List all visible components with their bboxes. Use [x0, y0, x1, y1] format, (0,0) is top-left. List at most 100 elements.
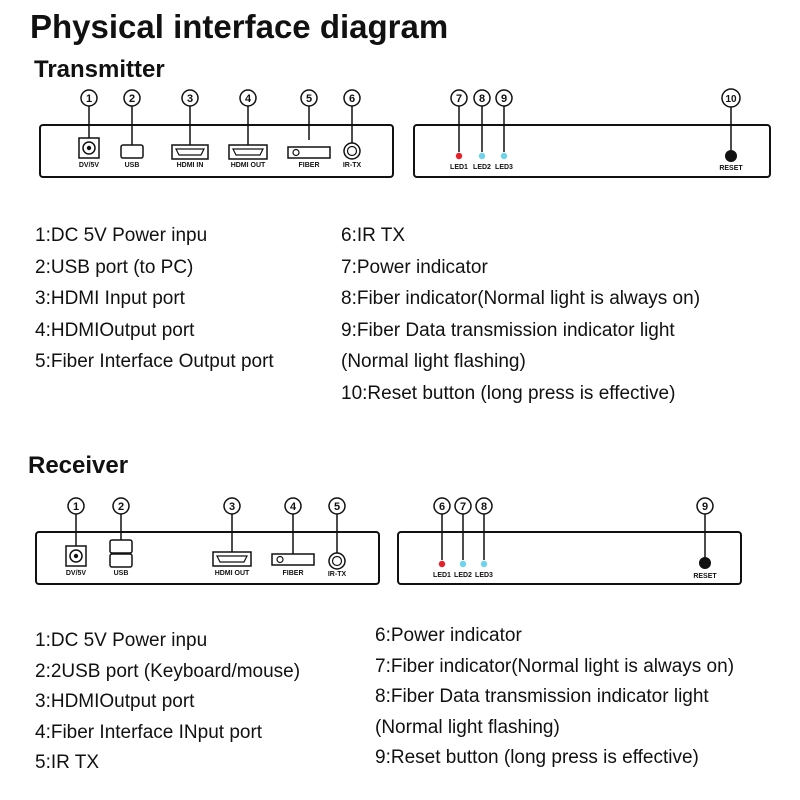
- rx-desc-item: 3:HDMIOutput port: [35, 691, 195, 712]
- svg-text:6: 6: [439, 501, 445, 513]
- svg-text:5: 5: [334, 501, 340, 513]
- svg-text:8: 8: [481, 501, 487, 513]
- svg-text:2: 2: [129, 93, 135, 105]
- rx-dual-usb-port: USB: [109, 539, 133, 577]
- rx-ir-tx-port: IR-TX: [328, 552, 347, 578]
- svg-text:2: 2: [118, 501, 124, 513]
- svg-text:1: 1: [86, 93, 92, 105]
- tx-callout-3: 3: [181, 89, 199, 145]
- rx-callout-9: 9: [696, 497, 714, 558]
- tx-hdmi-out-port: HDMI OUT: [228, 144, 268, 169]
- rx-fiber-port: FIBER: [271, 553, 315, 577]
- rx-desc-item: 2:2USB port (Keyboard/mouse): [35, 660, 301, 682]
- svg-text:7: 7: [460, 501, 466, 513]
- rx-led1: LED1: [433, 560, 451, 579]
- rx-callout-4: 4: [284, 497, 302, 554]
- tx-callout-7: 7: [450, 89, 468, 152]
- transmitter-front-panel: [39, 124, 394, 178]
- tx-desc-item: 6:IR TX: [341, 225, 406, 246]
- transmitter-back-panel: [413, 124, 771, 178]
- svg-text:4: 4: [245, 93, 252, 105]
- tx-callout-1: 1: [80, 89, 98, 138]
- rx-callout-6: 6: [433, 497, 451, 560]
- rx-desc-item: (Normal light flashing): [375, 716, 560, 738]
- rx-callout-5: 5: [328, 497, 346, 553]
- tx-callout-9: 9: [495, 89, 513, 152]
- rx-desc-item: 4:Fiber Interface INput port: [35, 721, 263, 743]
- tx-port-label-hdmi-in: HDMI IN: [177, 162, 204, 169]
- rx-led2: LED2: [454, 560, 472, 579]
- rx-desc-item: 6:Power indicator: [375, 625, 522, 646]
- rx-description-right: 6:Power indicator 7:Fiber indicator(Norm…: [375, 621, 734, 774]
- tx-desc-item: 7:Power indicator: [341, 256, 488, 278]
- svg-text:LED1: LED1: [450, 164, 468, 171]
- rx-callout-7: 7: [454, 497, 472, 560]
- rx-desc-item: 1:DC 5V Power inpu: [35, 630, 208, 651]
- tx-led2: LED2: [473, 152, 491, 171]
- rx-dc-power-port: DV/5V: [65, 545, 87, 577]
- tx-desc-item: 3:HDMI Input port: [35, 288, 185, 309]
- tx-led3: LED3: [495, 152, 513, 171]
- rx-port-label-dc: DV/5V: [66, 570, 87, 577]
- rx-desc-item: 9:Reset button (long press is effective): [375, 747, 699, 768]
- tx-callout-10: 10: [721, 88, 741, 150]
- tx-description-left: 1:DC 5V Power inpu 2:USB port (to PC) 3:…: [35, 220, 274, 378]
- tx-port-label-usb: USB: [125, 162, 140, 169]
- tx-desc-item: 2:USB port (to PC): [35, 256, 194, 278]
- tx-desc-item: 1:DC 5V Power inpu: [35, 225, 208, 246]
- svg-text:7: 7: [456, 93, 462, 105]
- rx-port-label-usb: USB: [114, 570, 129, 577]
- tx-desc-item: 8:Fiber indicator(Normal light is always…: [341, 288, 701, 309]
- tx-fiber-port: FIBER: [287, 146, 331, 169]
- receiver-heading: Receiver: [28, 452, 129, 479]
- tx-reset-button[interactable]: RESET: [719, 150, 743, 172]
- svg-text:RESET: RESET: [693, 573, 717, 580]
- rx-port-label-fiber: FIBER: [283, 570, 304, 577]
- svg-text:RESET: RESET: [719, 165, 743, 172]
- tx-desc-item: 9:Fiber Data transmission indicator ligh…: [341, 319, 675, 341]
- rx-callout-3: 3: [223, 497, 241, 552]
- transmitter-heading: Transmitter: [34, 56, 165, 83]
- tx-callout-2: 2: [123, 89, 141, 145]
- tx-port-label-hdmi-out: HDMI OUT: [231, 162, 266, 169]
- svg-text:LED1: LED1: [433, 572, 451, 579]
- rx-port-label-ir: IR-TX: [328, 571, 347, 578]
- rx-description-left: 1:DC 5V Power inpu 2:2USB port (Keyboard…: [35, 626, 300, 779]
- tx-callout-4: 4: [239, 89, 257, 145]
- tx-description-right: 6:IR TX 7:Power indicator 8:Fiber indica…: [341, 220, 700, 409]
- tx-desc-item: 10:Reset button (long press is effective…: [341, 382, 676, 404]
- svg-text:9: 9: [501, 93, 507, 105]
- rx-callout-1: 1: [67, 497, 85, 546]
- rx-hdmi-out-port: HDMI OUT: [212, 551, 252, 577]
- svg-text:10: 10: [725, 94, 737, 105]
- rx-callout-8: 8: [475, 497, 493, 560]
- svg-text:8: 8: [479, 93, 485, 105]
- svg-text:LED3: LED3: [475, 572, 493, 579]
- svg-text:9: 9: [702, 501, 708, 513]
- tx-ir-tx-port: IR-TX: [343, 142, 362, 169]
- tx-dc-power-port: DV/5V: [78, 137, 100, 169]
- svg-text:1: 1: [73, 501, 79, 513]
- svg-text:5: 5: [306, 93, 312, 105]
- tx-callout-8: 8: [473, 89, 491, 152]
- rx-desc-item: 5:IR TX: [35, 752, 100, 773]
- svg-text:3: 3: [187, 93, 193, 105]
- svg-text:LED3: LED3: [495, 164, 513, 171]
- svg-text:LED2: LED2: [473, 164, 491, 171]
- rx-port-label-hdmi-out: HDMI OUT: [215, 570, 250, 577]
- svg-text:3: 3: [229, 501, 235, 513]
- tx-port-label-fiber: FIBER: [299, 162, 320, 169]
- tx-usb-port: USB: [120, 144, 144, 169]
- rx-desc-item: 8:Fiber Data transmission indicator ligh…: [375, 686, 709, 707]
- svg-text:LED2: LED2: [454, 572, 472, 579]
- page-title: Physical interface diagram: [30, 8, 449, 45]
- svg-text:4: 4: [290, 501, 297, 513]
- rx-reset-button[interactable]: RESET: [693, 557, 717, 580]
- svg-text:6: 6: [349, 93, 355, 105]
- tx-port-label-dc: DV/5V: [79, 162, 100, 169]
- tx-led1: LED1: [450, 152, 468, 171]
- tx-port-label-ir: IR-TX: [343, 162, 362, 169]
- tx-hdmi-in-port: HDMI IN: [171, 144, 209, 169]
- rx-desc-item: 7:Fiber indicator(Normal light is always…: [375, 655, 735, 677]
